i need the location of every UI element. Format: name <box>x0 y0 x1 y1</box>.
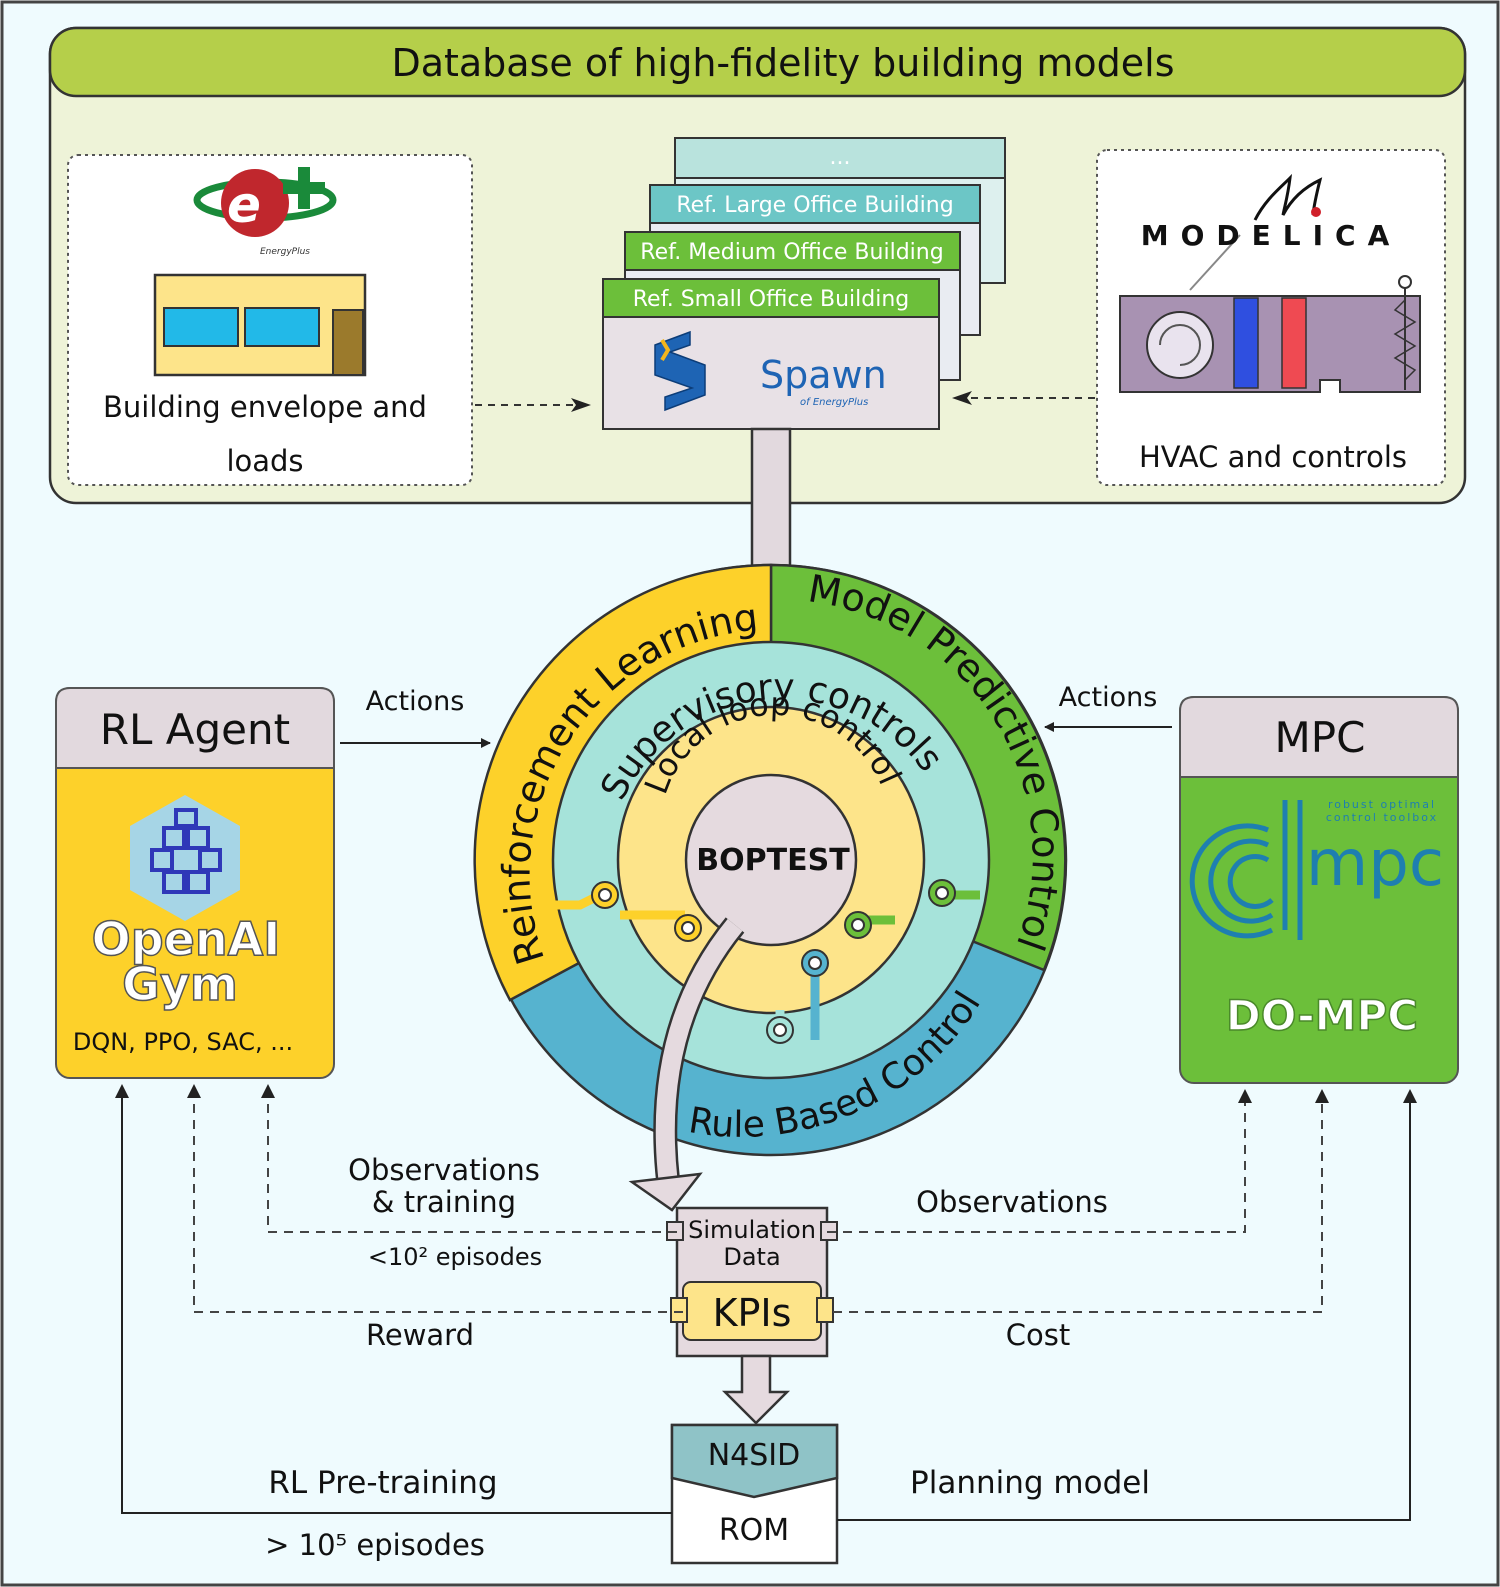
building-icon <box>153 273 367 377</box>
planning-model-flow <box>837 1103 1411 1521</box>
mpc-title: MPC <box>1275 713 1366 762</box>
energyplus-logo: e EnergyPlus <box>193 167 337 257</box>
boptest-output-arrowhead <box>628 1172 703 1212</box>
control-rings: Reinforcement Learning Model Predictive … <box>473 563 1068 1157</box>
obs-training-label-2: & training <box>372 1185 516 1219</box>
rom-label: ROM <box>719 1513 789 1548</box>
svg-text:e: e <box>227 176 261 234</box>
data-to-n4sid-arrow <box>721 1354 791 1425</box>
rl-pretraining-flow <box>121 1098 672 1514</box>
spawn-text: Spawn <box>760 353 887 397</box>
simulation-data-line2: Data <box>723 1243 780 1271</box>
building-card-more: ... <box>830 145 851 170</box>
mpc-logo-text: mpc <box>1306 827 1444 901</box>
building-card-large: Ref. Large Office Building <box>676 193 953 218</box>
episodes-small-label: <10² episodes <box>368 1243 542 1271</box>
gym-text: Gym <box>122 957 238 1011</box>
obs-training-label-1: Observations <box>348 1153 540 1187</box>
database-title: Database of high-fidelity building model… <box>391 41 1174 85</box>
observations-flow <box>827 1103 1246 1233</box>
openai-text: OpenAI <box>92 912 281 966</box>
envelope-box: e EnergyPlus Building envelope and loads <box>67 154 473 486</box>
actions-right-label: Actions <box>1059 682 1158 713</box>
energyplus-text: EnergyPlus <box>260 247 310 257</box>
building-card-medium: Ref. Medium Office Building <box>640 240 943 265</box>
openai-gym-logo <box>130 795 240 921</box>
actions-left-label: Actions <box>366 686 465 717</box>
hvac-box: MODELICA HVAC and controls <box>1096 149 1446 486</box>
envelope-label-line2: loads <box>226 444 303 478</box>
observations-label: Observations <box>916 1185 1108 1219</box>
mpc-toolbox-line2: control toolbox <box>1326 811 1438 824</box>
mpc-toolbox-line1: robust optimal <box>1328 798 1436 811</box>
hvac-unit-icon <box>1119 275 1421 393</box>
rl-pretraining-label: RL Pre-training <box>268 1465 497 1501</box>
planning-model-label: Planning model <box>910 1465 1150 1501</box>
cost-label: Cost <box>1006 1318 1070 1352</box>
cost-flow <box>833 1103 1323 1313</box>
n4sid-label: N4SID <box>708 1438 801 1473</box>
simulation-data-line1: Simulation <box>688 1216 816 1244</box>
reward-label: Reward <box>366 1318 474 1352</box>
modelica-text: MODELICA <box>1141 219 1402 252</box>
kpis-label: KPIs <box>713 1291 792 1335</box>
reward-flow <box>193 1098 683 1313</box>
simulation-data-block: Simulation Data KPIs <box>666 1206 838 1358</box>
boptest-label: BOPTEST <box>696 843 850 878</box>
spawn-subtext: of EnergyPlus <box>800 397 868 408</box>
spawn-logo: Spawn of EnergyPlus <box>654 330 887 412</box>
n4sid-rom-block: N4SID ROM <box>670 1423 839 1565</box>
database-header <box>48 26 1467 98</box>
envelope-label-line1: Building envelope and <box>103 390 427 424</box>
rl-algorithms: DQN, PPO, SAC, ... <box>73 1028 293 1056</box>
episodes-large-label: > 10⁵ episodes <box>265 1528 485 1562</box>
modelica-logo: MODELICA <box>1141 173 1402 291</box>
rl-agent-box: RL Agent OpenAI Gym DQN, PPO, SAC, ... <box>55 687 335 1079</box>
do-mpc-name: DO-MPC <box>1226 991 1418 1040</box>
building-model-stack: ... Ref. Large Office Building Ref. Medi… <box>602 137 1006 430</box>
hvac-label: HVAC and controls <box>1139 440 1407 474</box>
building-card-small: Ref. Small Office Building <box>633 287 910 312</box>
observations-training-flow <box>267 1098 677 1233</box>
spawn-connector <box>750 427 792 571</box>
do-mpc-logo <box>1189 800 1303 940</box>
mpc-box: MPC robust optimal control toolbox mpc D… <box>1179 696 1459 1084</box>
rl-agent-title: RL Agent <box>100 705 290 754</box>
boptest-core <box>684 773 858 947</box>
